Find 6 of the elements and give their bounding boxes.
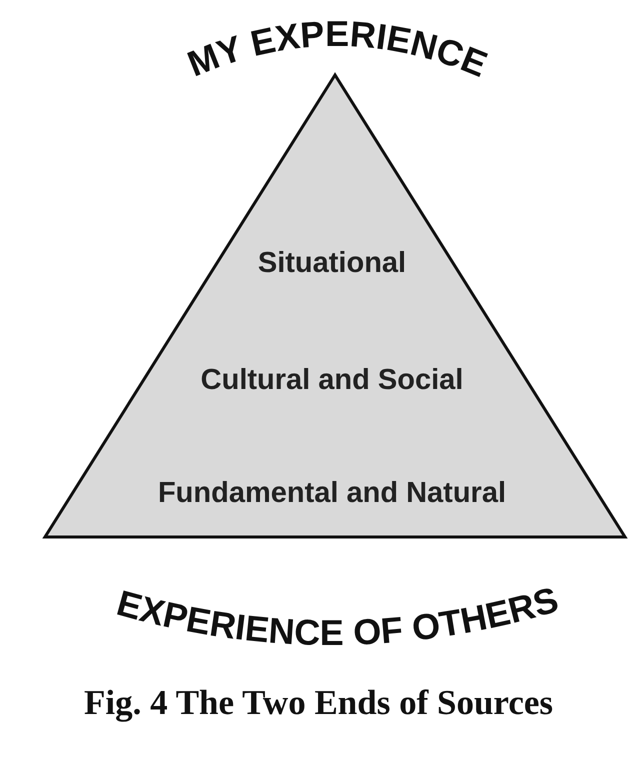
tier-label: Fundamental and Natural <box>158 477 506 510</box>
arc-label: MY EXPERIENCE <box>182 12 494 85</box>
arc-label: EXPERIENCE OF OTHERS <box>112 578 563 654</box>
figure-caption: Fig. 4 The Two Ends of Sources <box>84 683 554 723</box>
tier-label: Cultural and Social <box>200 364 464 397</box>
tier-label: Situational <box>258 247 406 280</box>
